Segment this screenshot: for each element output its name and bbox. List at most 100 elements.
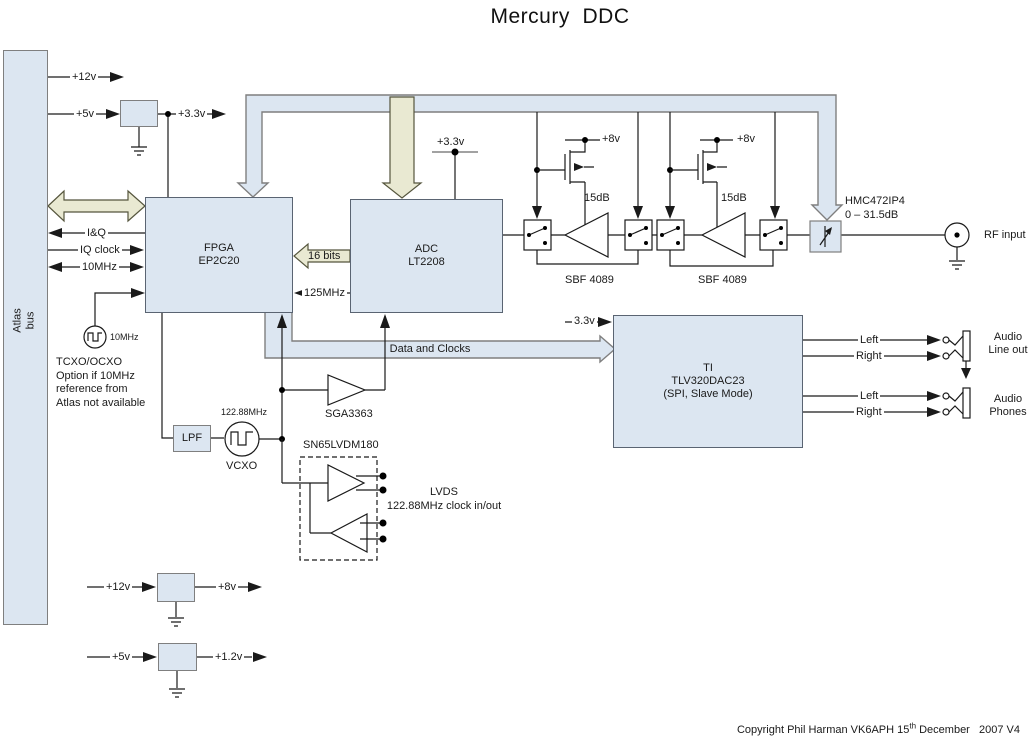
bits16-label: 16 bits xyxy=(308,250,341,262)
audio-phones-label: Audio Phones xyxy=(982,393,1030,419)
mosfet1-icon xyxy=(564,137,600,228)
lvds-receiver-icon xyxy=(329,513,387,553)
regulator-3v3-block xyxy=(120,100,158,127)
tcxo-note-line4: Atlas not available xyxy=(56,396,146,409)
sbf2-label: SBF 4089 xyxy=(698,274,747,286)
dac-name: TI xyxy=(703,362,713,374)
diagram-title: Mercury DDC xyxy=(490,5,630,28)
reg3v3-ground-icon xyxy=(131,127,147,156)
adc-data-bus-arrow xyxy=(381,96,423,199)
copyright-superscript: th xyxy=(909,721,917,731)
switch-control-wires xyxy=(532,112,780,219)
lineout-right-label: Right xyxy=(854,350,884,362)
adc-3v3-tap xyxy=(432,148,478,199)
sn65lvdm180-label: SN65LVDM180 xyxy=(303,439,379,451)
dac-part: TLV320DAC23 xyxy=(671,375,745,387)
rf-input-bnc-icon xyxy=(944,222,970,270)
regulator-1v2-block xyxy=(158,643,197,671)
vcxo-oscillator-icon xyxy=(224,421,260,457)
atlas-bus-label: Atlas bus xyxy=(11,308,37,333)
audio-lineout-line2: Line out xyxy=(988,344,1028,356)
fpga-part: EP2C20 xyxy=(198,255,240,267)
mhz10-label: 10MHz xyxy=(80,261,119,273)
dac-block xyxy=(613,315,803,448)
fpga-name: FPGA xyxy=(204,242,234,254)
p12-top-label: +12v xyxy=(70,71,99,83)
mosfet2-icon xyxy=(697,137,733,227)
dac-mode: (SPI, Slave Mode) xyxy=(663,388,753,400)
phones-jack-icon xyxy=(962,387,971,419)
sn65lvdm180-dashed-outline xyxy=(299,456,378,561)
osc-freq-label: 10MHz xyxy=(110,332,139,342)
tcxo-note-line2: Option if 10MHz xyxy=(56,369,135,382)
amp1-gain-label: 15dB xyxy=(584,192,610,204)
phones-left-label: Left xyxy=(858,390,881,402)
copyright-text: Copyright Phil Harman VK6APH 15 xyxy=(736,724,910,736)
adc-part: LT2208 xyxy=(408,256,445,268)
tcxo-note-line1: TCXO/OCXO xyxy=(56,356,123,368)
tcxo-oscillator-icon xyxy=(83,288,145,349)
mosfet2-8v-label: +8v xyxy=(737,133,756,145)
tcxo-note: TCXO/OCXO Option if 10MHz reference from… xyxy=(56,356,145,410)
lpf-label: LPF xyxy=(181,432,203,444)
adc-3v3-label: +3.3v xyxy=(437,136,465,148)
amp2-triangle-icon xyxy=(700,212,746,258)
sga3363-label: SGA3363 xyxy=(325,408,373,420)
p3v3-top-wire xyxy=(158,109,226,197)
lpf-block xyxy=(173,425,211,452)
tcxo-note-line3: reference from xyxy=(56,383,128,395)
p5-top-label: +5v xyxy=(74,108,97,120)
rf-switch3-icon xyxy=(656,219,685,251)
reg8-in-label: +12v xyxy=(104,581,133,593)
adc-block-label: ADC LT2208 xyxy=(350,199,503,313)
reg1v2-in-label: +5v xyxy=(110,651,133,663)
atlas-bus-bar xyxy=(3,50,48,625)
sga3363-amp-icon xyxy=(327,374,367,406)
lineout-left-label: Left xyxy=(858,334,881,346)
reg1v2-out-label: +1.2v xyxy=(213,651,245,663)
reg8-out-label: +8v xyxy=(216,581,239,593)
audio-lineout-label: Audio Line out xyxy=(982,331,1030,357)
rf-switch1-icon xyxy=(523,219,552,251)
p3v3-top-label: +3.3v xyxy=(176,108,208,120)
adc-block xyxy=(350,199,503,313)
iq-clock-label: IQ clock xyxy=(78,244,122,256)
attenuator-range-label: 0 – 31.5dB xyxy=(845,209,899,221)
audio-phones-line2: Phones xyxy=(989,406,1027,418)
lvds-note-line2: 122.88MHz clock in/out xyxy=(386,500,502,512)
amp1-triangle-icon xyxy=(563,212,609,258)
amp2-gain-label: 15dB xyxy=(721,192,747,204)
attenuator-part-label: HMC472IP4 xyxy=(845,195,905,207)
fpga-control-bus-arrow xyxy=(236,94,844,221)
mosfet1-8v-label: +8v xyxy=(602,133,621,145)
adc-name: ADC xyxy=(414,243,439,255)
rf-switch2-icon xyxy=(624,219,653,251)
rf-switch4-icon xyxy=(759,219,788,251)
copyright-date: December 2007 V4 xyxy=(916,724,1020,736)
rf-input-label: RF input xyxy=(984,229,1026,241)
lvds-note-line1: LVDS xyxy=(430,486,458,498)
data-and-clocks-bus-arrow xyxy=(264,311,617,364)
regulator-8v-block xyxy=(157,573,195,602)
fpga-block xyxy=(145,197,293,313)
mhz125-label: 125MHz xyxy=(302,287,347,299)
audio-output-wires xyxy=(803,335,964,417)
clock-wires xyxy=(161,313,390,534)
iq-label: I&Q xyxy=(85,227,108,239)
copyright-note: Copyright Phil Harman VK6APH 15th Decemb… xyxy=(720,721,1020,736)
vcxo-label: VCXO xyxy=(226,460,258,472)
data-clocks-label: Data and Clocks xyxy=(389,343,471,355)
phones-right-label: Right xyxy=(854,406,884,418)
audio-lineout-line1: Audio xyxy=(993,331,1023,343)
dac-3v3-label: 3.3v xyxy=(572,315,597,327)
dac-block-label: TI TLV320DAC23 (SPI, Slave Mode) xyxy=(613,315,803,448)
amp-bypass-wires xyxy=(536,250,774,267)
lvds-note: LVDS 122.88MHz clock in/out xyxy=(369,485,519,513)
lvds-driver-icon xyxy=(327,464,387,502)
hmc472-attenuator-icon xyxy=(809,220,842,253)
vcxo-freq-label: 122.88MHz xyxy=(221,407,268,417)
audio-phones-line1: Audio xyxy=(993,393,1023,405)
sbf1-label: SBF 4089 xyxy=(565,274,614,286)
atlas-fpga-bus-arrow xyxy=(47,189,146,223)
